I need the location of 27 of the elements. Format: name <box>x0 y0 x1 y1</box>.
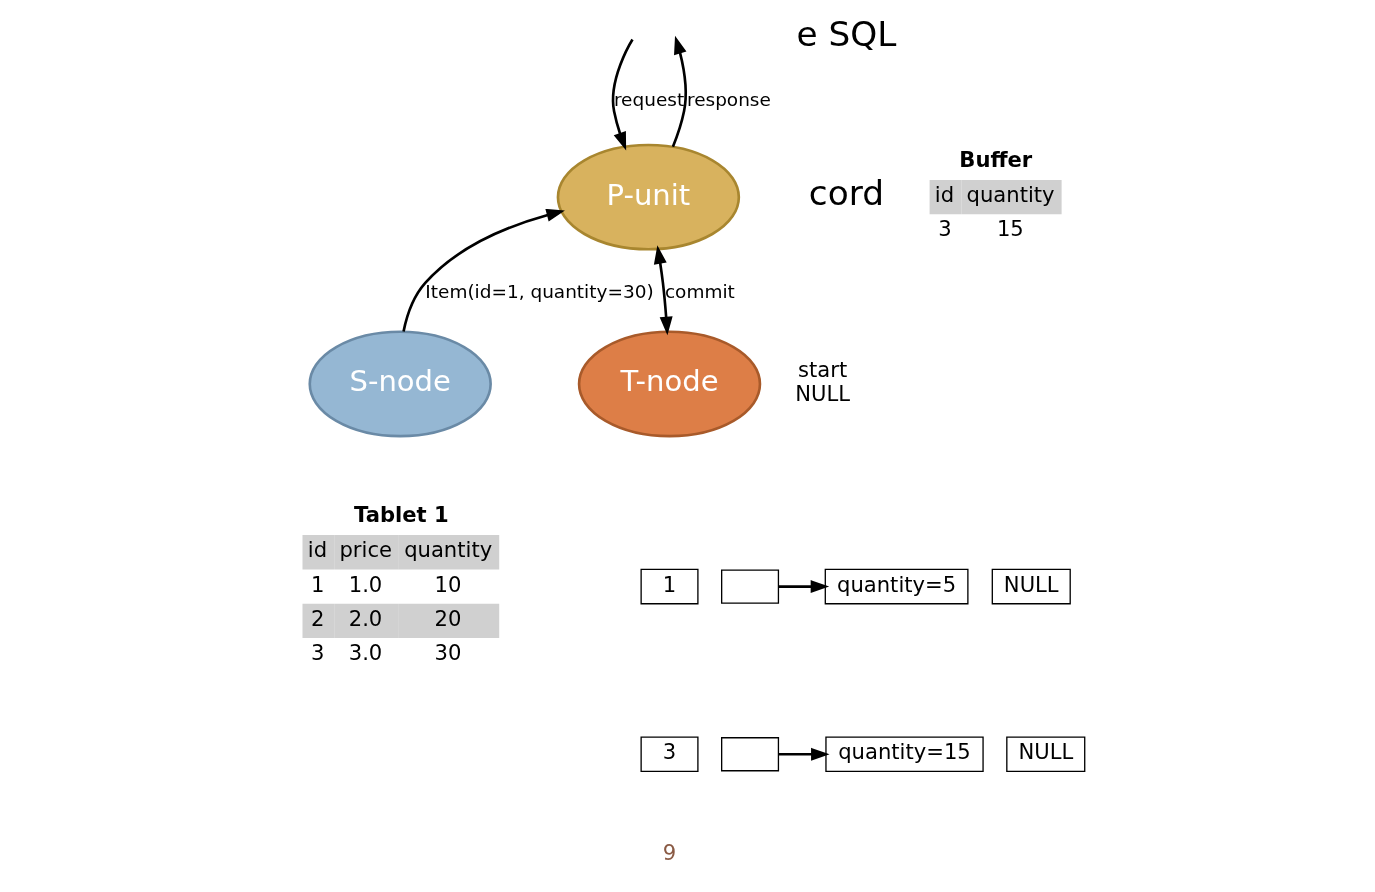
label: id <box>307 537 327 563</box>
label: cord <box>808 173 884 214</box>
label: Buffer <box>958 146 1032 172</box>
label: 1 <box>310 571 325 597</box>
label: NULL <box>794 380 850 406</box>
label: 9 <box>662 839 676 865</box>
label: price <box>338 537 392 563</box>
label: 3 <box>310 640 325 666</box>
edge-label: commit <box>664 280 735 302</box>
label: quantity <box>966 182 1055 208</box>
label: 20 <box>434 605 461 631</box>
label: quantity <box>403 537 492 563</box>
label: 3 <box>937 216 952 242</box>
edge-label: request <box>613 89 684 111</box>
label: e SQL <box>795 14 896 55</box>
label: 15 <box>996 216 1024 242</box>
label: 1.0 <box>348 571 382 597</box>
label: Tablet 1 <box>353 501 449 527</box>
label: 30 <box>434 640 461 666</box>
label: 2.0 <box>348 605 382 631</box>
label: 2 <box>310 605 325 631</box>
edge-label: Item(id=1, quantity=30) <box>424 280 654 302</box>
label: start <box>797 357 847 383</box>
label: id <box>934 182 954 208</box>
label: 10 <box>434 571 461 597</box>
label: 3.0 <box>348 640 382 666</box>
edge-label: response <box>686 89 771 111</box>
